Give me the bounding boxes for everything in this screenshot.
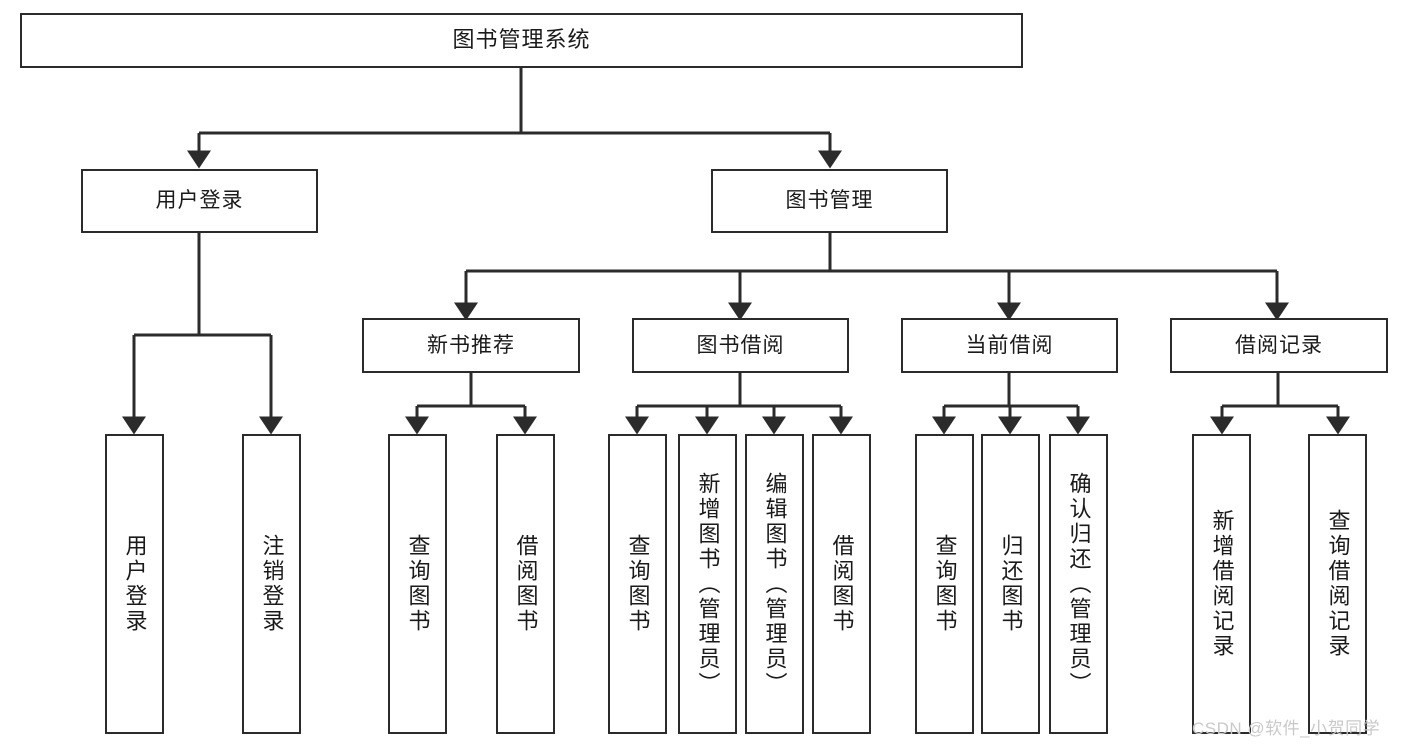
leaf-add-book[interactable]: 新增图书（管理员）	[678, 434, 737, 734]
node-user-login[interactable]: 用户登录	[81, 169, 318, 233]
leaf-return-book[interactable]: 归还图书	[981, 434, 1040, 734]
node-borrow-record[interactable]: 借阅记录	[1170, 318, 1388, 373]
leaf-query-book-3[interactable]: 查询图书	[915, 434, 974, 734]
node-book-borrow[interactable]: 图书借阅	[632, 318, 849, 373]
leaf-borrow-book-1[interactable]: 借阅图书	[496, 434, 555, 734]
node-book-borrow-label: 图书借阅	[696, 333, 785, 357]
node-root-label: 图书管理系统	[452, 27, 591, 53]
node-root[interactable]: 图书管理系统	[20, 13, 1023, 68]
leaf-query-book-2-label: 查询图书	[625, 534, 651, 634]
leaf-user-login-label: 用户登录	[122, 534, 148, 634]
leaf-logout[interactable]: 注销登录	[242, 434, 301, 734]
leaf-query-record-label: 查询借阅记录	[1325, 509, 1351, 659]
leaf-user-login[interactable]: 用户登录	[105, 434, 164, 734]
leaf-query-book-2[interactable]: 查询图书	[608, 434, 667, 734]
leaf-add-record-label: 新增借阅记录	[1209, 509, 1235, 659]
leaf-add-record[interactable]: 新增借阅记录	[1192, 434, 1251, 734]
node-new-book-recommend[interactable]: 新书推荐	[362, 318, 580, 373]
leaf-query-book-1[interactable]: 查询图书	[388, 434, 447, 734]
node-borrow-record-label: 借阅记录	[1235, 333, 1323, 357]
leaf-query-record[interactable]: 查询借阅记录	[1308, 434, 1367, 734]
leaf-confirm-return[interactable]: 确认归还（管理员）	[1049, 434, 1108, 734]
leaf-query-book-3-label: 查询图书	[932, 534, 958, 634]
leaf-borrow-book-2[interactable]: 借阅图书	[812, 434, 871, 734]
leaf-add-book-label: 新增图书（管理员）	[695, 471, 721, 697]
leaf-edit-book-label: 编辑图书（管理员）	[762, 471, 788, 697]
leaf-logout-label: 注销登录	[259, 534, 285, 634]
node-current-borrow[interactable]: 当前借阅	[901, 318, 1118, 373]
leaf-confirm-return-label: 确认归还（管理员）	[1066, 471, 1092, 697]
leaf-borrow-book-2-label: 借阅图书	[829, 534, 855, 634]
leaf-borrow-book-1-label: 借阅图书	[513, 534, 539, 634]
leaf-return-book-label: 归还图书	[998, 534, 1024, 634]
leaf-query-book-1-label: 查询图书	[405, 534, 431, 634]
watermark: CSDN @软件_小贺同学	[1192, 719, 1381, 738]
node-book-manage-label: 图书管理	[785, 189, 874, 213]
node-user-login-label: 用户登录	[155, 189, 244, 213]
node-new-book-recommend-label: 新书推荐	[427, 333, 515, 357]
node-current-borrow-label: 当前借阅	[965, 333, 1054, 357]
leaf-edit-book[interactable]: 编辑图书（管理员）	[745, 434, 804, 734]
node-book-manage[interactable]: 图书管理	[711, 169, 948, 233]
